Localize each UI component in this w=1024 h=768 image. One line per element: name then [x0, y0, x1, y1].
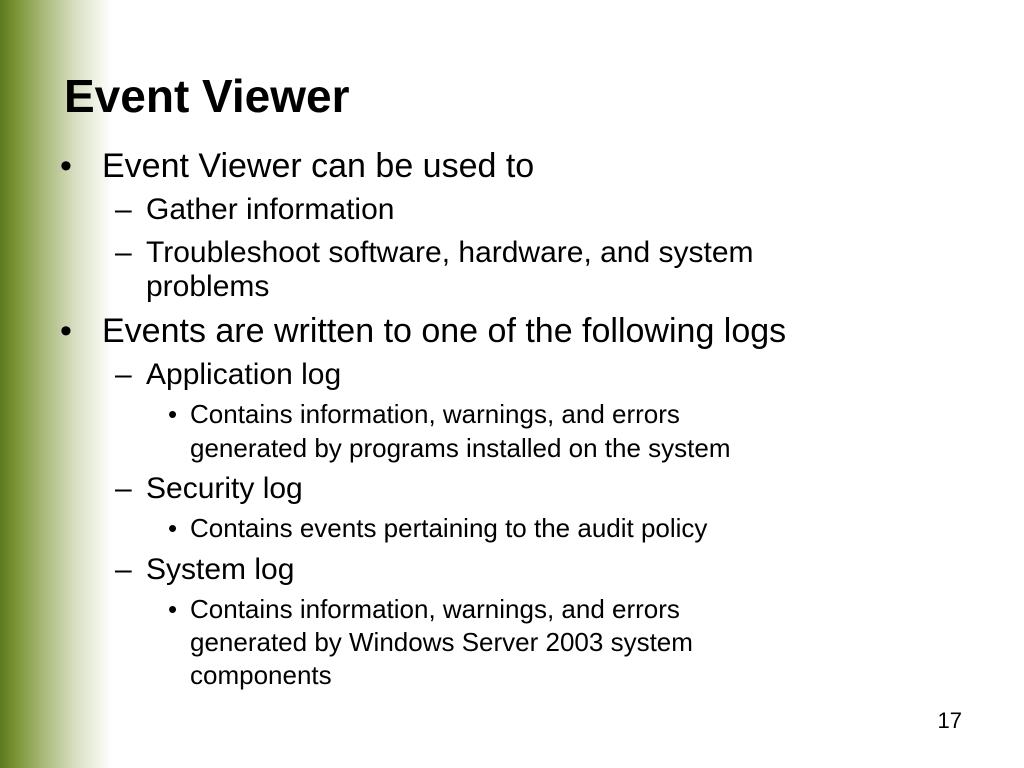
page-number: 17: [937, 708, 962, 733]
dash-marker: –: [115, 193, 132, 226]
side-gradient-bar: [0, 0, 112, 768]
dash-marker: –: [115, 236, 132, 269]
bullet-text: System log: [146, 553, 295, 586]
bullet-marker: •: [60, 147, 72, 185]
bullet-text-line: Contains information, warnings, and erro…: [190, 594, 680, 624]
bullet-marker: •: [168, 513, 178, 543]
bullet-text: Security log: [146, 472, 303, 505]
dash-marker: –: [115, 553, 132, 586]
bullet-marker: •: [60, 312, 72, 350]
bullet-text-line: problems: [146, 270, 270, 303]
bullet-marker: •: [168, 399, 178, 429]
bullet-text: Application log: [146, 358, 342, 391]
bullet-text-line: Contains information, warnings, and erro…: [190, 399, 680, 429]
bullet-text-line: Troubleshoot software, hardware, and sys…: [146, 236, 754, 269]
bullet-marker: •: [168, 594, 178, 624]
bullet-text: Gather information: [146, 193, 395, 226]
dash-marker: –: [115, 358, 132, 391]
bullet-text-line: components: [190, 660, 332, 690]
bullet-text: Events are written to one of the followi…: [102, 312, 787, 350]
bullet-text-line: generated by Windows Server 2003 system: [190, 627, 693, 657]
bullet-text-line: Contains events pertaining to the audit …: [190, 513, 708, 543]
dash-marker: –: [115, 472, 132, 505]
bullet-text-line: generated by programs installed on the s…: [190, 433, 731, 463]
bullet-text: Event Viewer can be used to: [102, 147, 535, 185]
slide-title: Event Viewer: [64, 70, 350, 122]
